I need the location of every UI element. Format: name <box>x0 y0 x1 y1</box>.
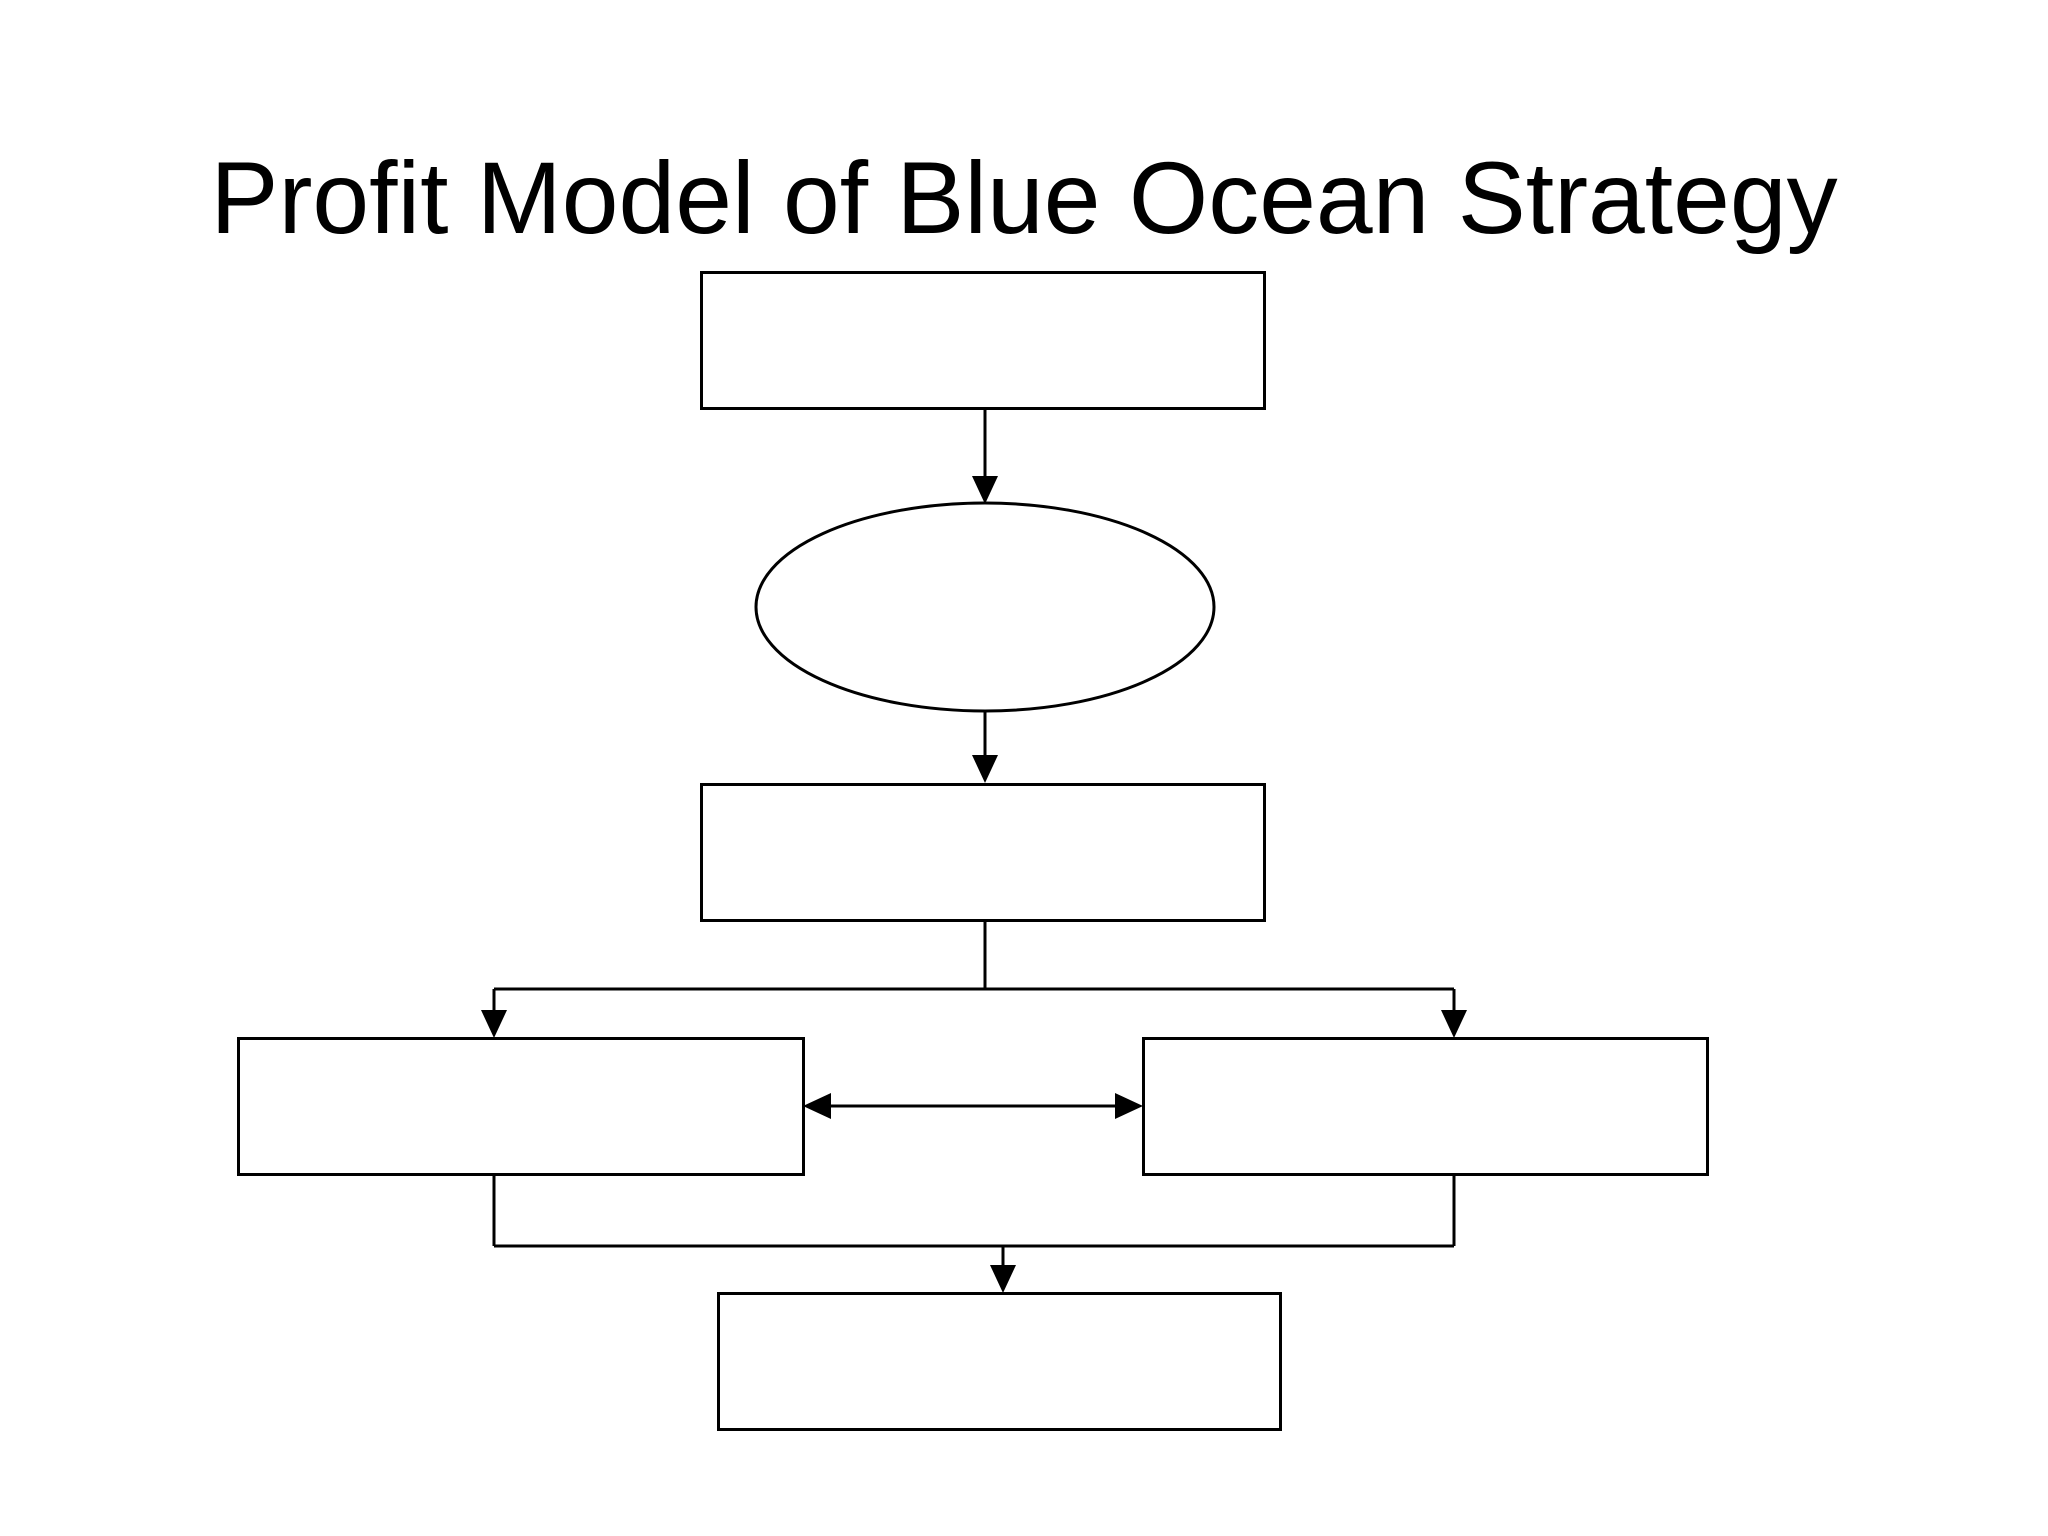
arrow-ellipse-to-middle-head <box>972 755 998 783</box>
merge-connector <box>492 1174 1456 1267</box>
merge-arrowhead <box>990 1265 1016 1293</box>
arrow-top-to-ellipse-head <box>972 476 998 504</box>
split-left-arrowhead <box>481 1010 507 1038</box>
top-box <box>700 271 1266 410</box>
right-box <box>1142 1037 1709 1176</box>
left-box <box>237 1037 805 1176</box>
ellipse-node <box>754 501 1216 713</box>
middle-box <box>700 783 1266 922</box>
split-right-arrowhead <box>1441 1010 1467 1038</box>
double-arrow-right-head <box>1115 1093 1143 1119</box>
bottom-box <box>717 1292 1282 1431</box>
slide-title: Profit Model of Blue Ocean Strategy <box>210 141 1838 255</box>
split-connector <box>492 920 1456 1012</box>
double-arrow-left-head <box>803 1093 831 1119</box>
